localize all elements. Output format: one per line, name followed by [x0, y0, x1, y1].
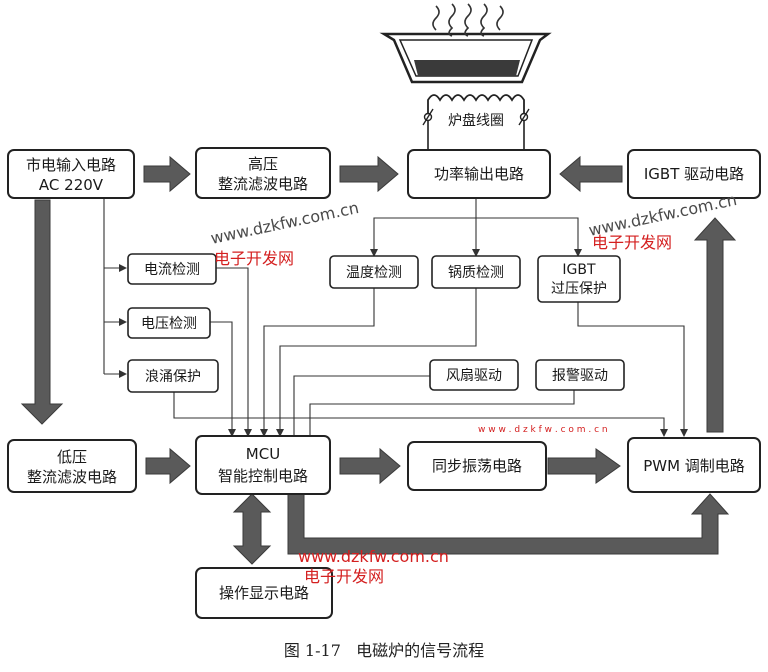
signal-lines [103, 198, 688, 437]
arrow-sync-to-pwm [547, 448, 621, 484]
lv-rectifier-line1: 低压 [57, 448, 87, 466]
lv-rectifier-box: 低压 整流滤波电路 [7, 439, 137, 493]
watermark-url-bottom: www.dzkfw.com.cn [298, 547, 449, 566]
power-output-box: 功率输出电路 [407, 149, 551, 199]
arrow-mcu-display-bidirectional [232, 493, 272, 565]
alarm-driver-label: 报警驱动 [552, 368, 608, 384]
arrow-mains-to-lv [20, 199, 64, 425]
igbt-overvoltage-box: IGBT 过压保护 [537, 255, 621, 303]
alarm-driver-box: 报警驱动 [535, 359, 625, 391]
steam-lines [432, 3, 504, 37]
hv-rectifier-line1: 高压 [248, 155, 278, 173]
sync-osc-label: 同步振荡电路 [432, 457, 522, 475]
mcu-line2: 智能控制电路 [218, 467, 308, 485]
igbt-overvoltage-line1: IGBT [562, 262, 596, 278]
arrow-igbt-to-power [559, 155, 623, 193]
mcu-line1: MCU [246, 445, 280, 463]
igbt-overvoltage-line2: 过压保护 [551, 281, 607, 297]
display-box: 操作显示电路 [195, 567, 333, 619]
pot-detect-box: 锅质检测 [431, 255, 521, 289]
pot-illustration [379, 3, 552, 84]
voltage-detect-label: 电压检测 [141, 316, 197, 332]
power-output-label: 功率输出电路 [434, 165, 524, 183]
watermark-url-small: w w w . d z k f w . c o m . c n [478, 425, 608, 435]
surge-protect-box: 浪涌保护 [127, 359, 219, 393]
watermark-name-bottom: 电子开发网 [304, 567, 384, 586]
mains-input-box: 市电输入电路 AC 220V [7, 149, 135, 199]
coil-symbol: 炉盘线圈 [422, 94, 530, 150]
lv-rectifier-line2: 整流滤波电路 [27, 468, 117, 486]
current-detect-box: 电流检测 [127, 253, 217, 285]
fan-driver-label: 风扇驱动 [446, 368, 502, 384]
arrow-mains-to-hv [143, 155, 191, 193]
igbt-driver-box: IGBT 驱动电路 [627, 149, 761, 199]
pot-detect-label: 锅质检测 [448, 265, 504, 281]
current-detect-label: 电流检测 [144, 262, 200, 278]
temp-detect-label: 温度检测 [346, 265, 402, 281]
mains-input-voltage: AC 220V [39, 176, 104, 194]
voltage-detect-box: 电压检测 [127, 307, 211, 339]
pwm-box: PWM 调制电路 [627, 437, 761, 493]
main-flow-arrows [20, 155, 737, 565]
hv-rectifier-line2: 整流滤波电路 [218, 175, 308, 193]
figure-caption: 图 1-17 电磁炉的信号流程 [284, 641, 484, 660]
display-label: 操作显示电路 [219, 584, 309, 602]
pwm-label: PWM 调制电路 [643, 457, 745, 475]
watermark-name-right: 电子开发网 [592, 233, 672, 252]
temp-detect-box: 温度检测 [329, 255, 419, 289]
arrow-lv-to-mcu [145, 447, 191, 485]
sync-osc-box: 同步振荡电路 [407, 441, 547, 491]
watermark-url-left: www.dzkfw.com.cn [209, 198, 361, 248]
mcu-box: MCU 智能控制电路 [195, 435, 331, 495]
arrow-pwm-to-igbt [693, 217, 737, 433]
surge-protect-label: 浪涌保护 [145, 369, 201, 385]
coil-label: 炉盘线圈 [448, 112, 504, 129]
fan-driver-box: 风扇驱动 [429, 359, 519, 391]
watermark-name-left: 电子开发网 [214, 249, 294, 268]
arrow-hv-to-power [339, 155, 399, 193]
arrow-mcu-to-pwm [287, 493, 730, 555]
arrow-mcu-to-sync [339, 447, 401, 485]
igbt-driver-label: IGBT 驱动电路 [644, 165, 744, 183]
hv-rectifier-box: 高压 整流滤波电路 [195, 147, 331, 199]
mains-input-label: 市电输入电路 [26, 156, 116, 174]
